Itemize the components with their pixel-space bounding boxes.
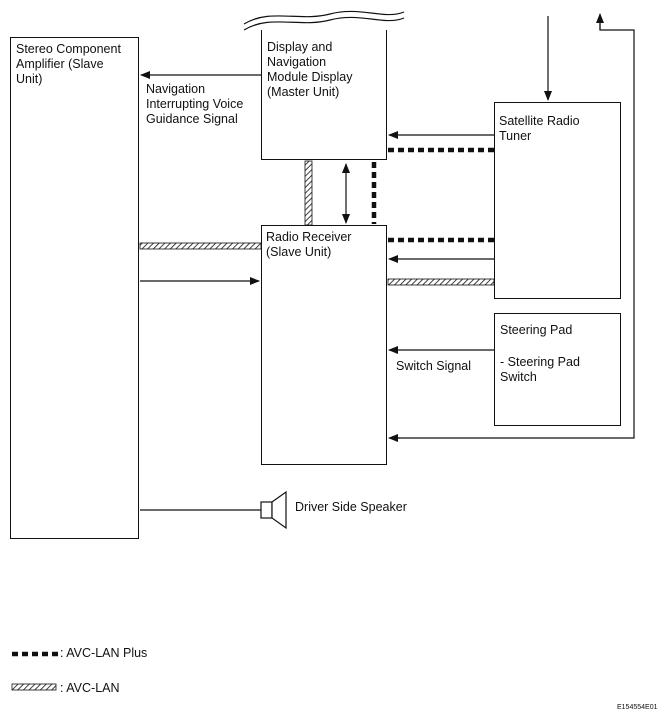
display-navigation-box: Display and Navigation Module Display (M… (261, 30, 387, 160)
display-top-wave (243, 10, 405, 25)
radio-receiver-label: Radio Receiver (Slave Unit) (266, 230, 352, 259)
radio-receiver-box: Radio Receiver (Slave Unit) (261, 225, 387, 465)
nav-voice-signal-label: Navigation Interrupting Voice Guidance S… (146, 82, 244, 126)
driver-side-speaker-label: Driver Side Speaker (295, 500, 407, 514)
stereo-amplifier-box: Stereo Component Amplifier (Slave Unit) (10, 37, 139, 539)
stereo-amplifier-label: Stereo Component Amplifier (Slave Unit) (16, 42, 121, 86)
legend-avc-lan-label: : AVC-LAN (60, 681, 120, 695)
figure-code: E154554E01 (617, 704, 658, 711)
display-top-wave-2 (243, 16, 405, 31)
satellite-radio-tuner-box: Satellite Radio Tuner (494, 102, 621, 299)
avc-lan-display-receiver (304, 160, 313, 226)
avc-lan-amp-receiver (139, 242, 262, 250)
switch-signal-label: Switch Signal (396, 359, 472, 373)
speaker-icon-body (260, 501, 273, 519)
legend-avc-lan-plus-label: : AVC-LAN Plus (60, 646, 148, 660)
display-navigation-label: Display and Navigation Module Display (M… (267, 40, 353, 99)
steering-pad-switch-label: - Steering Pad Switch (500, 355, 580, 384)
receiver-loop-line (391, 16, 635, 439)
legend-avc-lan-swatch (11, 683, 57, 691)
speaker-icon-cone (271, 490, 287, 530)
avc-lan-receiver-tuner (387, 278, 495, 286)
steering-pad-title: Steering Pad (500, 323, 573, 337)
steering-pad-box: Steering Pad - Steering Pad Switch (494, 313, 621, 426)
satellite-radio-tuner-label: Satellite Radio Tuner (499, 114, 580, 143)
